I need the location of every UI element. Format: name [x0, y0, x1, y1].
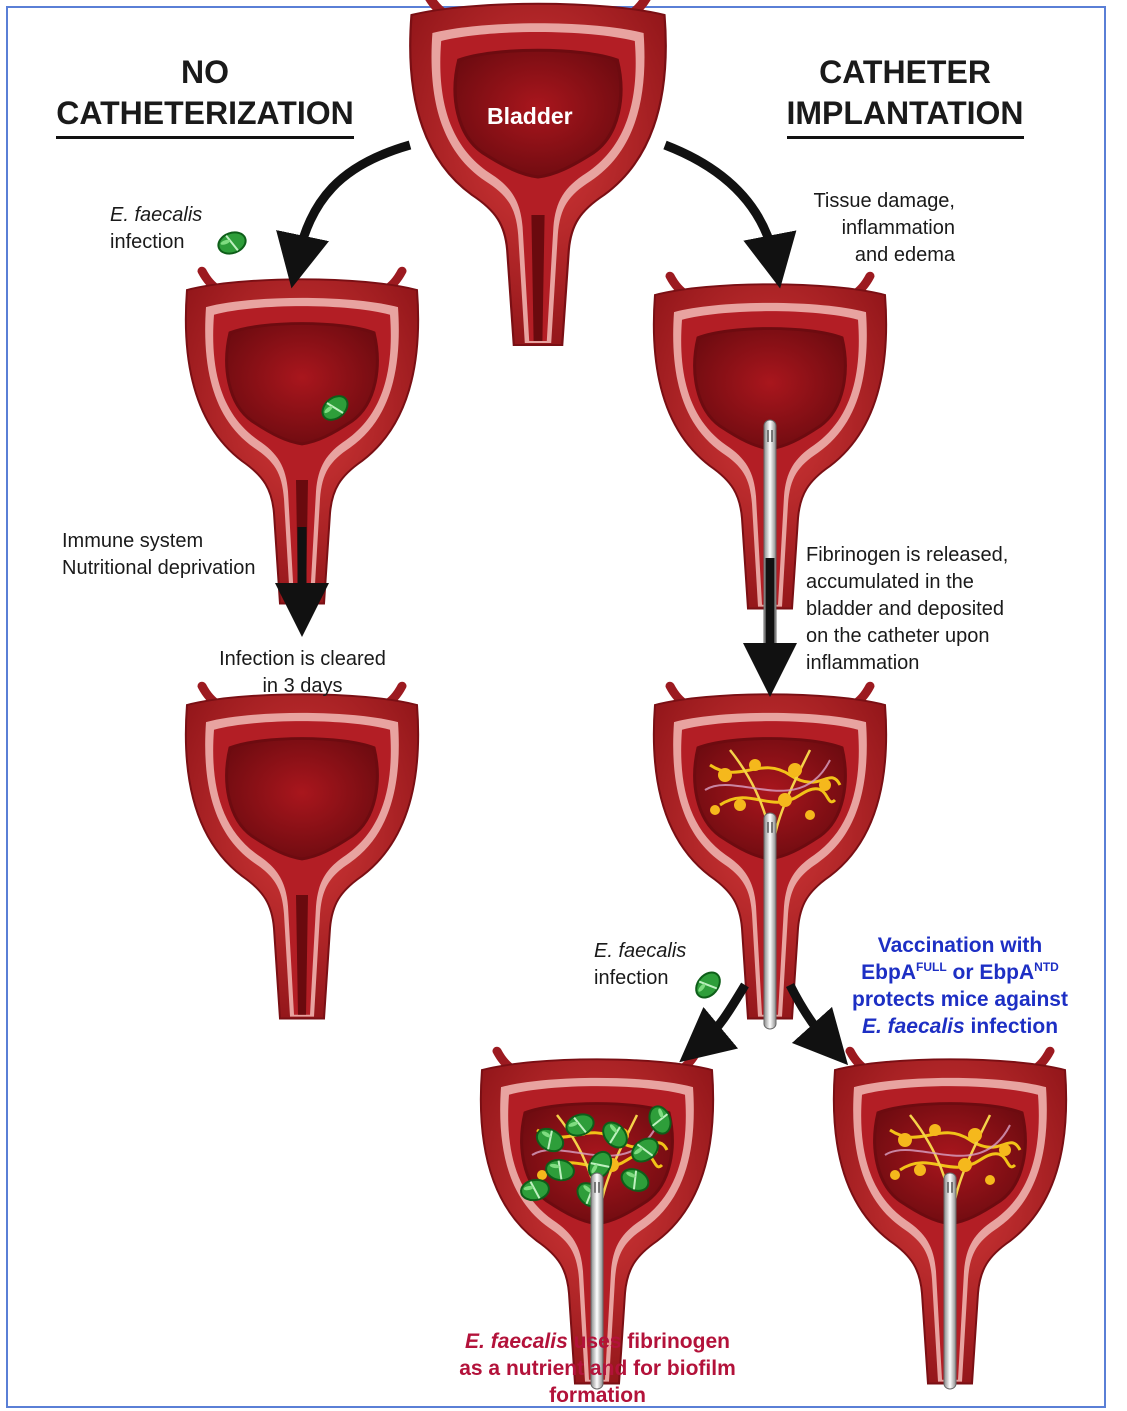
left-infection-word: infection [110, 229, 202, 256]
outcome-line3: formation [430, 1382, 765, 1409]
left-infection-species: E. faecalis [110, 204, 202, 226]
cleared-text: Infection is cleared in 3 days [190, 646, 415, 700]
damage-line1: Tissue damage, [760, 188, 955, 215]
fibrinogen-line3: bladder and deposited [806, 596, 1008, 623]
right-infection-word: infection [594, 965, 686, 992]
bacterium-icon-right [691, 968, 724, 1002]
vaccination-line2: EbpAFULL or EbpANTD [825, 959, 1095, 986]
vaccination-text: Vaccination with EbpAFULL or EbpANTD pro… [825, 932, 1095, 1040]
vaccination-line1: Vaccination with [825, 932, 1095, 959]
right-infection-species: E. faecalis [594, 940, 686, 962]
vaccination-line3: protects mice against [825, 986, 1095, 1013]
vaccination-line4: E. faecalis infection [825, 1013, 1095, 1040]
damage-text: Tissue damage, inflammation and edema [760, 188, 955, 269]
bacterium-icon-left [215, 229, 248, 257]
bladder-label: Bladder [487, 103, 573, 130]
heading-catheter-implantation: CATHETER IMPLANTATION [770, 52, 1040, 139]
arrow-top-left [297, 145, 410, 262]
heading-left-line2: CATHETERIZATION [56, 93, 353, 139]
left-infection-text: E. faecalis infection [110, 202, 202, 256]
heading-no-catheterization: NO CATHETERIZATION [40, 52, 370, 139]
immune-text: Immune system Nutritional deprivation [62, 528, 255, 582]
fibrinogen-line4: on the catheter upon [806, 623, 1008, 650]
damage-line2: inflammation [760, 215, 955, 242]
outcome-line1: E. faecalis uses fibrinogen [430, 1328, 765, 1355]
outcome-line2: as a nutrient and for biofilm [430, 1355, 765, 1382]
cleared-line1: Infection is cleared [190, 646, 415, 673]
heading-right-line1: CATHETER [770, 52, 1040, 93]
arrow-bottom-right [790, 985, 830, 1045]
fibrinogen-text: Fibrinogen is released, accumulated in t… [806, 542, 1008, 677]
fibrinogen-line2: accumulated in the [806, 569, 1008, 596]
right-infection-text: E. faecalis infection [594, 938, 686, 992]
heading-right-line2: IMPLANTATION [787, 93, 1024, 139]
immune-line1: Immune system [62, 528, 255, 555]
immune-line2: Nutritional deprivation [62, 555, 255, 582]
fibrinogen-line5: inflammation [806, 650, 1008, 677]
bladder-top [410, 0, 666, 345]
fibrinogen-line1: Fibrinogen is released, [806, 542, 1008, 569]
biofilm-outcome-text: E. faecalis uses fibrinogen as a nutrien… [430, 1328, 765, 1409]
arrow-top-right [665, 145, 775, 262]
bladder-bottom-vaccinated [834, 1051, 1066, 1389]
bladder-left-cleared [186, 686, 418, 1019]
cleared-line2: in 3 days [190, 673, 415, 700]
heading-left-line1: NO [40, 52, 370, 93]
damage-line3: and edema [760, 242, 955, 269]
